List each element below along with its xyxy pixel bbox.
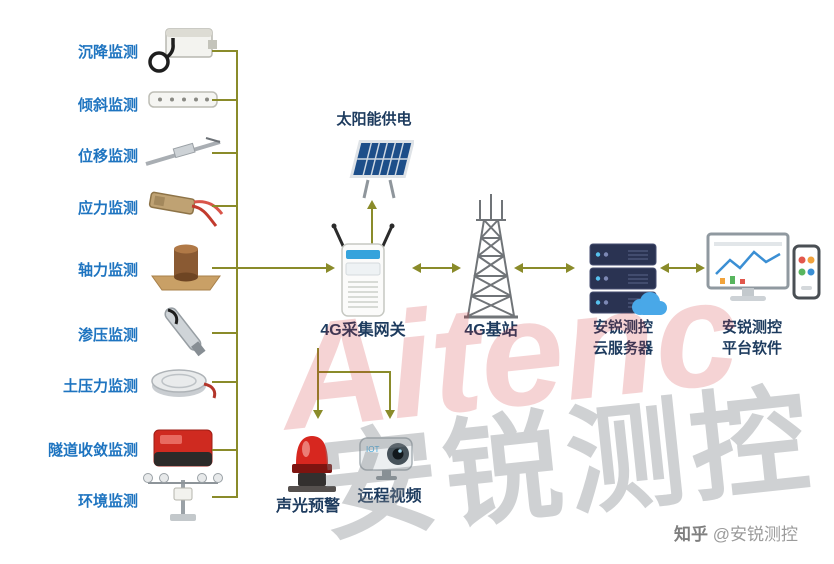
tunnel-convergence-sensor-icon bbox=[148, 426, 220, 477]
sensor-label-stress: 应力监测 bbox=[77, 200, 138, 217]
solar-panel-icon bbox=[334, 136, 416, 205]
4g-gateway-icon bbox=[318, 220, 408, 325]
solar-power-label: 太阳能供电 bbox=[336, 111, 412, 128]
connector-tick-4 bbox=[212, 205, 238, 207]
bs-cloud-arrowhead-right-icon bbox=[566, 263, 575, 273]
sensor-label-displacement: 位移监测 bbox=[77, 148, 138, 165]
sensor-label-seepage: 渗压监测 bbox=[77, 327, 138, 344]
gw-bs-arrowhead-right-icon bbox=[452, 263, 461, 273]
sensor-label-tilt: 倾斜监测 bbox=[77, 97, 138, 114]
cloud-server-label-line2: 云服务器 bbox=[592, 340, 653, 357]
connector-tick-6 bbox=[212, 332, 238, 334]
bs-cloud-line bbox=[522, 267, 566, 269]
zhihu-handle: @安锐测控 bbox=[712, 525, 798, 544]
branch-horizontal-line bbox=[317, 371, 391, 373]
platform-software-icon bbox=[706, 230, 821, 325]
earth-pressure-sensor-icon bbox=[148, 362, 220, 407]
bs-cloud-arrowhead-left-icon bbox=[514, 263, 523, 273]
sensor-label-settlement: 沉降监测 bbox=[77, 44, 138, 61]
sound-light-alarm-icon bbox=[282, 424, 342, 501]
remote-video-camera-icon: IOT bbox=[356, 430, 424, 487]
alarm-arrowhead-icon bbox=[313, 410, 323, 419]
gateway-label: 4G采集网关 bbox=[320, 322, 406, 339]
video-label: 远程视频 bbox=[357, 488, 422, 505]
alarm-label: 声光预警 bbox=[275, 498, 340, 515]
tilt-sensor-icon bbox=[146, 86, 222, 119]
cloud-server-icon bbox=[584, 240, 669, 325]
cloud-platform-arrowhead-left-icon bbox=[660, 263, 669, 273]
connector-tick-1 bbox=[212, 50, 238, 52]
solar-to-gateway-line bbox=[371, 208, 373, 244]
sensor-bus-line bbox=[236, 50, 238, 498]
video-arrowhead-icon bbox=[385, 410, 395, 419]
connector-tick-7 bbox=[212, 381, 238, 383]
bus-to-gateway-arrowhead-icon bbox=[326, 263, 335, 273]
cloud-server-label-line1: 安锐测控 bbox=[592, 319, 653, 336]
bus-to-gateway-line bbox=[238, 267, 326, 269]
camera-device-text: IOT bbox=[366, 445, 379, 454]
connector-tick-8 bbox=[212, 449, 238, 451]
environment-sensor-icon bbox=[140, 468, 226, 529]
sensor-label-axial-force: 轴力监测 bbox=[77, 262, 138, 279]
gateway-down-line bbox=[317, 348, 319, 373]
settlement-sensor-icon bbox=[146, 26, 220, 81]
connector-tick-9 bbox=[212, 496, 238, 498]
platform-label-line1: 安锐测控 bbox=[721, 319, 782, 336]
sensor-label-environment: 环境监测 bbox=[77, 493, 138, 510]
4g-base-station-icon bbox=[456, 190, 526, 325]
displacement-sensor-icon bbox=[142, 134, 224, 175]
platform-label-line2: 平台软件 bbox=[721, 340, 782, 357]
base-station-label: 4G基站 bbox=[464, 322, 518, 339]
axial-force-sensor-icon bbox=[148, 240, 224, 299]
sensor-label-earth-pressure: 土压力监测 bbox=[62, 378, 138, 395]
seepage-pressure-sensor-icon bbox=[150, 304, 222, 367]
gw-bs-arrowhead-left-icon bbox=[412, 263, 421, 273]
alarm-branch-line bbox=[317, 371, 319, 411]
stress-sensor-icon bbox=[144, 184, 226, 233]
cloud-platform-line bbox=[668, 267, 696, 269]
zhihu-credit: 知乎 @安锐测控 bbox=[674, 520, 798, 545]
cloud-platform-arrowhead-right-icon bbox=[696, 263, 705, 273]
solar-arrowhead-icon bbox=[367, 200, 377, 209]
gw-bs-line bbox=[420, 267, 452, 269]
connector-tick-2 bbox=[212, 99, 238, 101]
zhihu-brand: 知乎 bbox=[674, 525, 708, 544]
connector-tick-3 bbox=[212, 152, 238, 154]
video-branch-line bbox=[389, 371, 391, 411]
sensor-label-tunnel-convergence: 隧道收敛监测 bbox=[47, 442, 138, 459]
connector-tick-5 bbox=[212, 267, 238, 269]
